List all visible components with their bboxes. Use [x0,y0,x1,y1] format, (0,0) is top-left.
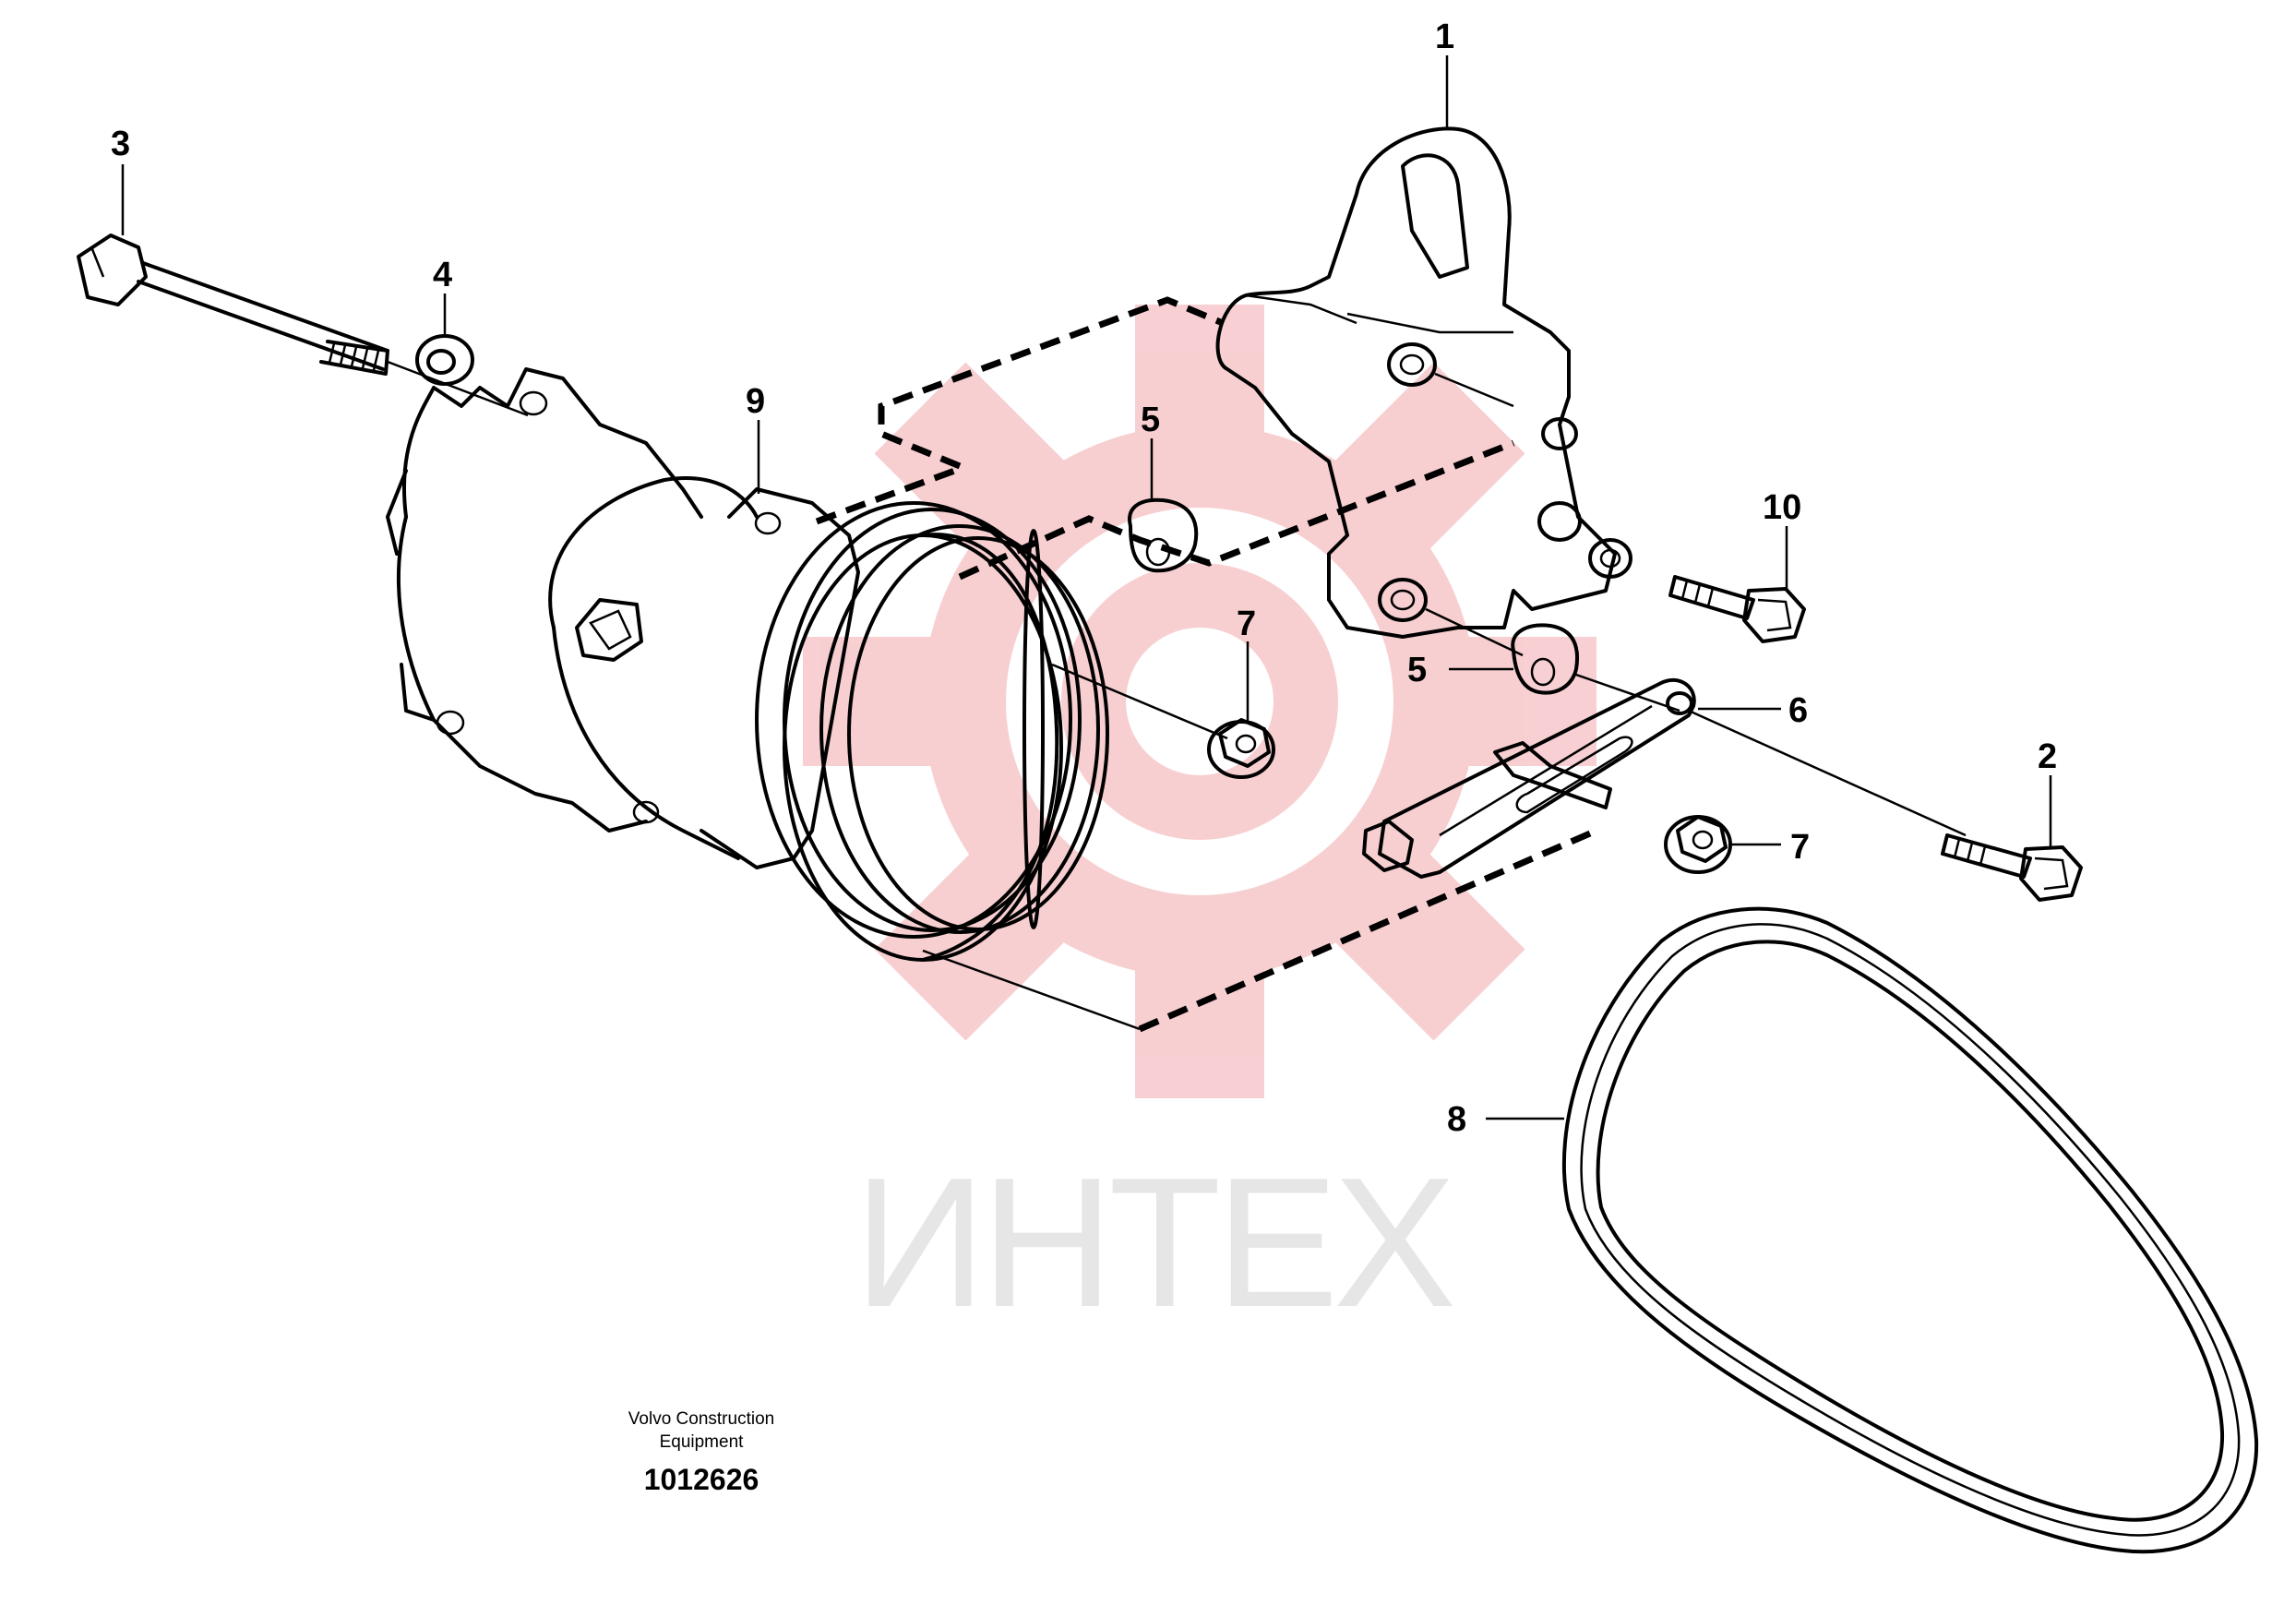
callout-10: 10 [1763,488,1801,527]
callout-6: 6 [1788,691,1808,730]
long-bolt [77,234,529,417]
callout-9: 9 [746,382,765,421]
callout-2: 2 [2038,737,2057,776]
callout-3: 3 [111,125,130,163]
washer [415,334,474,386]
drawing-number: 1012626 [643,1463,759,1496]
compressor [386,367,1228,1031]
callout-labels: 1 2 3 4 5 5 6 7 7 8 9 10 [111,18,2057,1139]
spacer-upper [1128,497,1199,573]
callout-leaders [121,55,2052,1120]
watermark-gear-logo [803,305,1596,1098]
flange-nut-left [1207,718,1275,779]
bolt-right-upper [1668,575,1806,643]
adjusting-bar [1362,677,1967,879]
watermark-text: ИНТЕХ [854,1140,1453,1346]
drawing-footer: Volvo Construction Equipment 1012626 [554,1407,849,1497]
callout-4: 4 [433,256,452,294]
assembly-group-outline [815,296,1598,1033]
flange-nut-right [1664,815,1732,874]
callout-5-lower: 5 [1407,651,1427,689]
drive-belt [1561,906,2259,1554]
callout-7-right: 7 [1790,828,1810,867]
bolt-right-lower [1941,833,2083,902]
callout-5-upper: 5 [1141,401,1160,439]
callout-7-left: 7 [1237,605,1256,643]
manufacturer-name-line2: Equipment [659,1432,744,1452]
manufacturer-name-line1: Volvo Construction [628,1409,775,1429]
callout-8: 8 [1447,1100,1466,1139]
callout-1: 1 [1435,18,1454,56]
spacer-lower [1511,623,1680,713]
